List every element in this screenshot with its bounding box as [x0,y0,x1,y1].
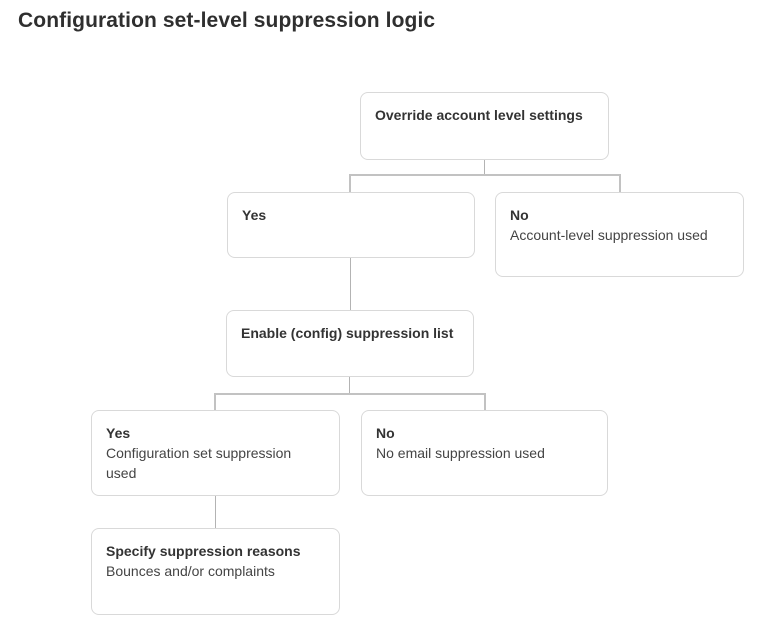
node-label: Override account level settings [375,107,583,123]
connector-yes-to-enable [350,258,351,310]
connector-split2-drop-yes [214,393,216,410]
flow-node-specify-suppression-reasons: Specify suppression reasons Bounces and/… [91,528,340,615]
node-label: Specify suppression reasons [106,543,301,559]
connector-split1-drop-yes [349,174,351,192]
node-sublabel: Account-level suppression used [510,227,708,243]
node-label: No [376,425,395,441]
flow-node-config-list-no: No No email suppression used [361,410,608,496]
node-sublabel: Bounces and/or complaints [106,563,275,579]
connector-enable-stub [349,377,350,393]
connector-split2-horizontal [214,393,486,395]
connector-split1-drop-no [619,174,621,192]
flow-node-config-list-yes: Yes Configuration set suppression used [91,410,340,496]
node-sublabel: No email suppression used [376,445,545,461]
node-label: No [510,207,529,223]
connector-override-stub [484,160,485,175]
node-sublabel: Configuration set suppression used [106,445,292,481]
flow-node-enable-config-suppression-list: Enable (config) suppression list [226,310,474,377]
connector-yes-to-specify [215,496,216,528]
node-label: Yes [106,425,131,441]
flow-node-override-yes: Yes [227,192,475,258]
connector-split1-horizontal [349,174,621,176]
flow-node-override-no: No Account-level suppression used [495,192,744,277]
node-label: Enable (config) suppression list [241,325,454,341]
connector-split2-drop-no [484,393,486,410]
page-title: Configuration set-level suppression logi… [18,9,436,32]
node-label: Yes [242,207,267,223]
flow-node-override-account-settings: Override account level settings [360,92,609,160]
